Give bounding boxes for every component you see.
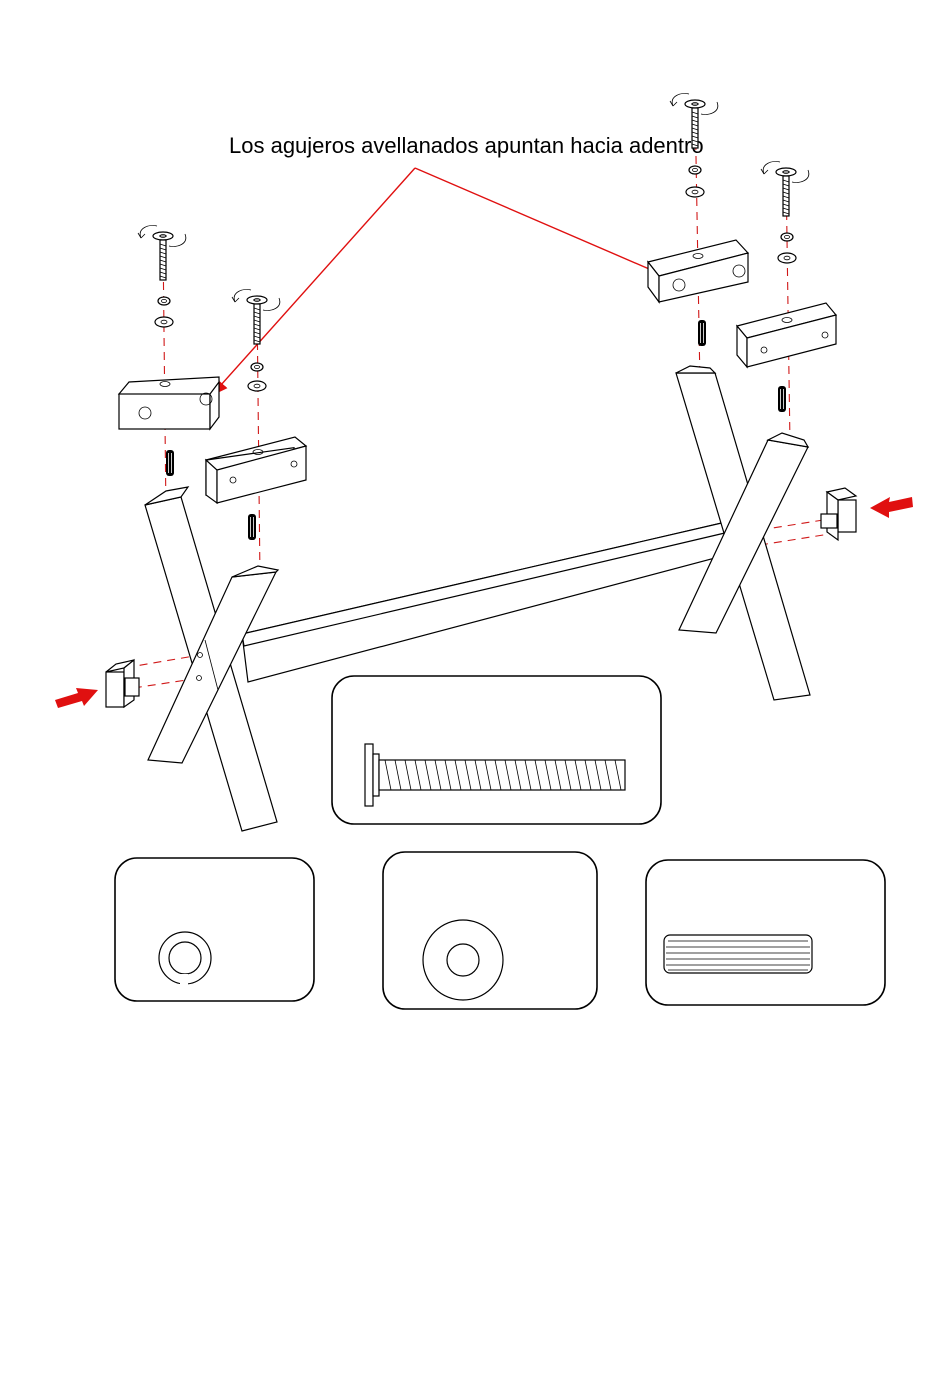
stretcher [242,522,734,682]
hardware-stack-right-front [670,94,718,347]
callout-text: Los agujeros avellanados apuntan hacia a… [229,133,704,158]
hardware-stack-left-front [138,226,186,477]
bracket-right [821,488,856,540]
detail-panel-dowel [646,860,885,1005]
mounting-block-left-back [206,437,306,503]
hardware-stack-right-back [761,162,809,413]
detail-panel-flat-washer [383,852,597,1009]
detail-panel-lock-washer [115,858,314,1001]
mounting-block-right-back [737,303,836,367]
mounting-block-left-front [119,377,219,429]
callout-leader-right [415,168,670,278]
callout-leader-left [212,168,415,395]
bracket-left [106,660,139,707]
detail-panel-bolt [332,676,661,824]
mounting-block-right-front [648,240,748,302]
